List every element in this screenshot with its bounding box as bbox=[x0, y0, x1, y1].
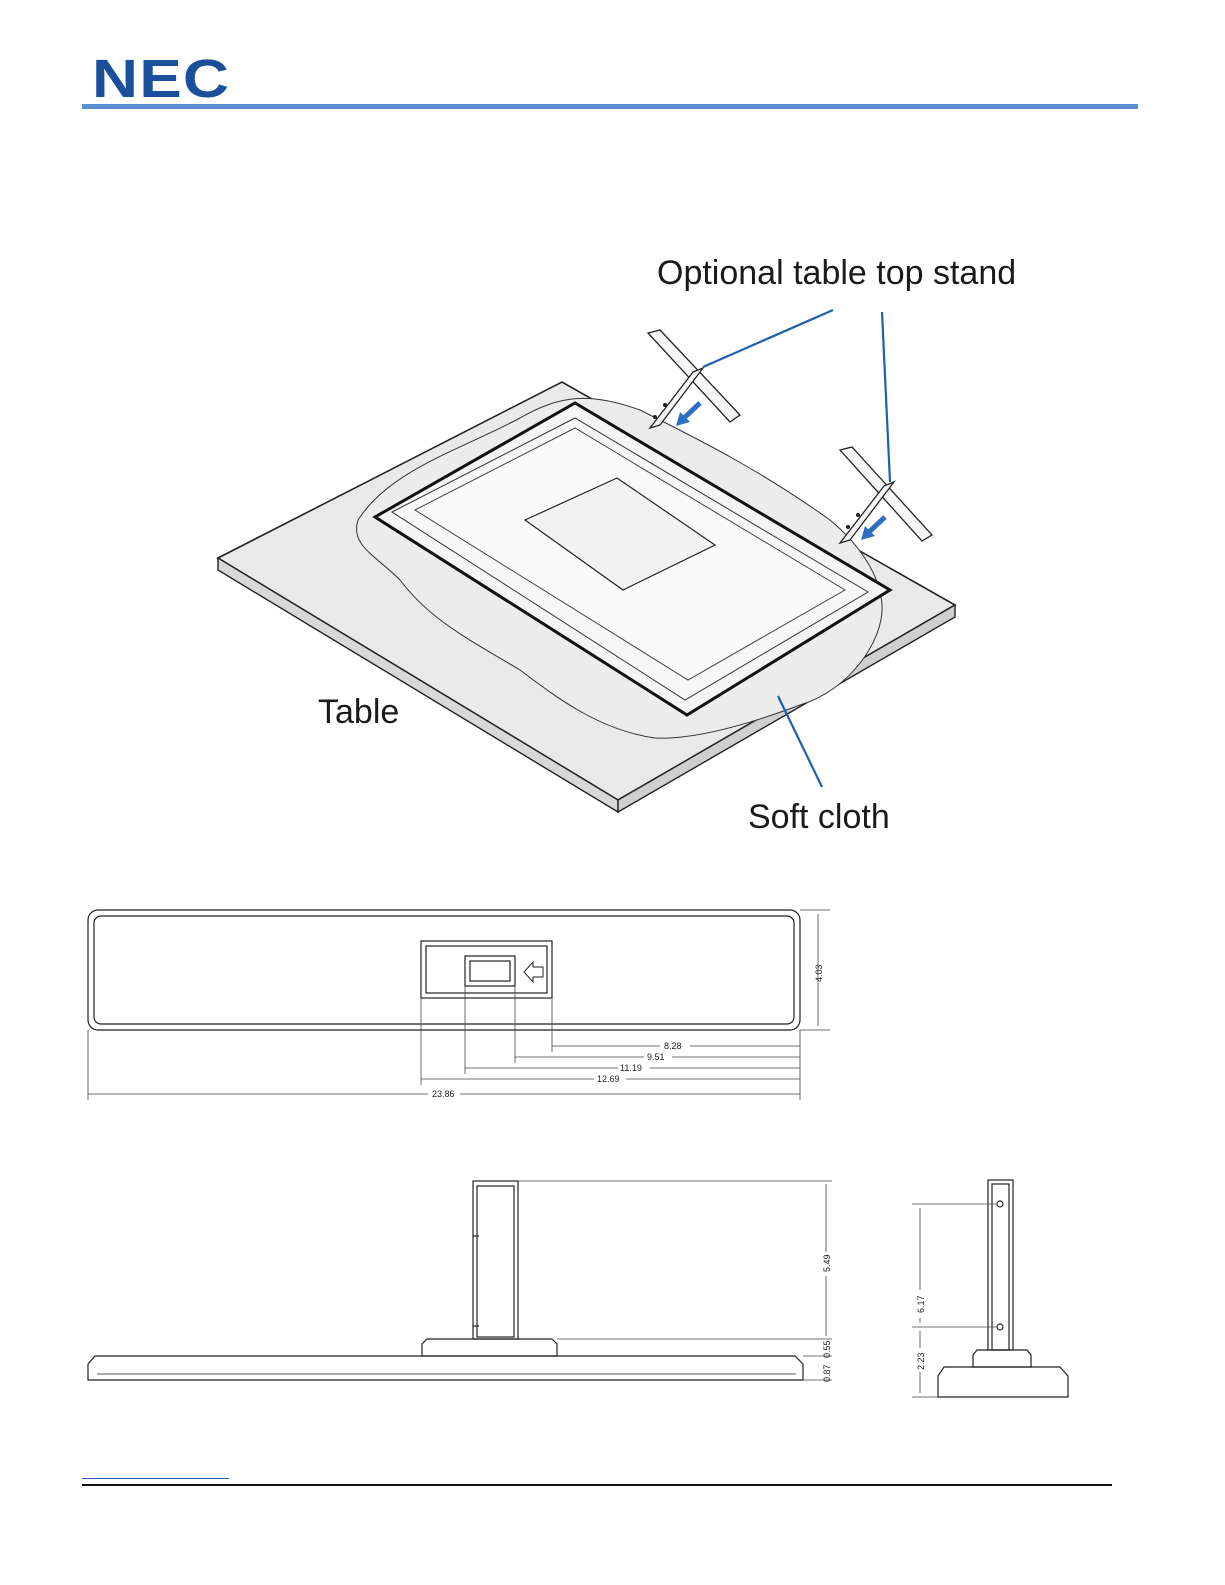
footer-rule bbox=[82, 1484, 1112, 1486]
footer-link[interactable] bbox=[82, 1478, 229, 1479]
dim-holes: 6.17 bbox=[916, 1295, 926, 1313]
dim-lower: 2.23 bbox=[916, 1352, 926, 1370]
